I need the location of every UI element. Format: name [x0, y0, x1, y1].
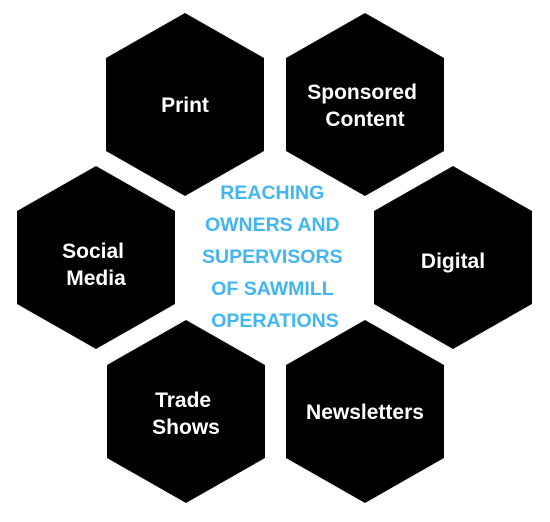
hexagon-sponsored-content-label-line: Content — [325, 108, 404, 131]
hexagon-print-label: Print — [161, 94, 209, 117]
center-title-line: OF SAWMILL — [211, 278, 333, 300]
hexagon-sponsored-content-shape — [286, 13, 444, 196]
hexagon-digital-label-line: Digital — [421, 250, 485, 273]
center-title-line: REACHING — [220, 182, 324, 204]
hexagon-print: Print — [106, 13, 264, 196]
hexagon-social-media-label-line: Social — [62, 240, 124, 263]
hexagon-newsletters-shape — [286, 320, 444, 503]
hexagon-social-media-shape — [17, 166, 175, 349]
hexagon-digital-shape — [374, 166, 532, 349]
center-title-line: SUPERVISORS — [202, 246, 343, 268]
hexagon-sponsored-content: Sponsored Content — [286, 13, 444, 196]
hexagon-trade-shows-label-line: Shows — [152, 416, 220, 439]
hexagon-print-shape — [106, 13, 264, 196]
hexagon-sponsored-content-label: Sponsored Content — [307, 81, 423, 131]
hexagon-trade-shows-shape — [107, 320, 265, 503]
hexagon-trade-shows-label: Trade Shows — [152, 389, 220, 439]
hexagon-print-label-line: Print — [161, 94, 209, 117]
hexagon-digital: Digital — [374, 166, 532, 349]
hexagon-newsletters-label-line: Newsletters — [306, 401, 424, 424]
hexagon-sponsored-content-label-line: Sponsored — [307, 81, 417, 104]
hexagon-trade-shows: Trade Shows — [107, 320, 265, 503]
hexagon-social-media-label: Social Media — [62, 240, 130, 290]
center-title-line: OPERATIONS — [211, 310, 338, 332]
hexagon-social-media-label-line: Media — [66, 267, 126, 290]
hexagon-newsletters: Newsletters — [286, 320, 444, 503]
hexagon-social-media: Social Media — [17, 166, 175, 349]
center-title: REACHING OWNERS AND SUPERVISORS OF SAWMI… — [202, 182, 348, 332]
hexagon-newsletters-label: Newsletters — [306, 401, 424, 424]
hexagon-digital-label: Digital — [421, 250, 485, 273]
hexagon-trade-shows-label-line: Trade — [155, 389, 211, 412]
center-title-line: OWNERS AND — [205, 214, 340, 236]
